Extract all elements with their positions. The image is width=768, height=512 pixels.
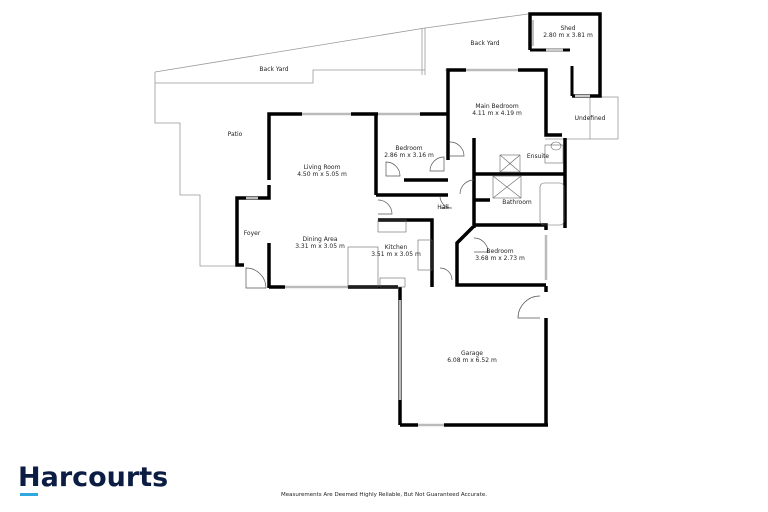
label-shed: Shed — [560, 25, 575, 32]
bathtub — [539, 182, 565, 226]
shed-walls — [528, 12, 602, 98]
outdoor-outlines — [154, 13, 619, 267]
label-living-room: Living Room — [304, 164, 341, 171]
label-bathroom: Bathroom — [502, 199, 532, 206]
room-labels: Shed 2.80 m x 3.81 m Back Yard Back Yard… — [228, 25, 606, 364]
disclaimer-text: Measurements Are Deemed Highly Reliable,… — [281, 492, 487, 498]
label-foyer: Foyer — [244, 230, 261, 237]
label-undefined: Undefined — [575, 115, 606, 122]
label-ensuite: Ensuite — [527, 153, 550, 160]
label-garage: Garage — [461, 350, 483, 357]
windows — [246, 68, 548, 427]
label-back-yard-right: Back Yard — [470, 40, 499, 47]
label-bedroom-1: Bedroom — [395, 145, 422, 152]
size-living-room: 4.50 m x 5.05 m — [297, 171, 347, 178]
label-main-bedroom: Main Bedroom — [475, 103, 519, 110]
ensuite-shower — [499, 154, 521, 173]
toilet — [550, 141, 562, 151]
shower — [492, 175, 522, 199]
house-walls — [235, 68, 567, 427]
size-bedroom-2: 3.68 m x 2.73 m — [475, 255, 525, 262]
vanity — [544, 144, 564, 164]
label-kitchen: Kitchen — [385, 244, 408, 251]
size-dining-area: 3.31 m x 3.05 m — [295, 243, 345, 250]
label-bedroom-2: Bedroom — [486, 248, 513, 255]
size-bedroom-1: 2.86 m x 3.16 m — [384, 152, 434, 159]
size-shed: 2.80 m x 3.81 m — [543, 32, 593, 39]
fixtures — [347, 141, 565, 288]
doors — [245, 141, 541, 319]
size-garage: 6.08 m x 6.52 m — [447, 357, 497, 364]
sink — [379, 277, 406, 288]
size-kitchen: 3.51 m x 3.05 m — [371, 251, 421, 258]
harcourts-logo: Harcourts — [18, 462, 169, 493]
label-hall: Hall — [437, 204, 449, 211]
size-main-bedroom: 4.11 m x 4.19 m — [472, 110, 522, 117]
label-back-yard-left: Back Yard — [259, 66, 288, 73]
pantry — [377, 219, 407, 233]
label-patio: Patio — [228, 131, 243, 138]
kitchen-island — [347, 246, 379, 288]
logo-accent-bar — [20, 493, 38, 496]
stove — [417, 239, 433, 271]
label-dining-area: Dining Area — [302, 236, 337, 243]
